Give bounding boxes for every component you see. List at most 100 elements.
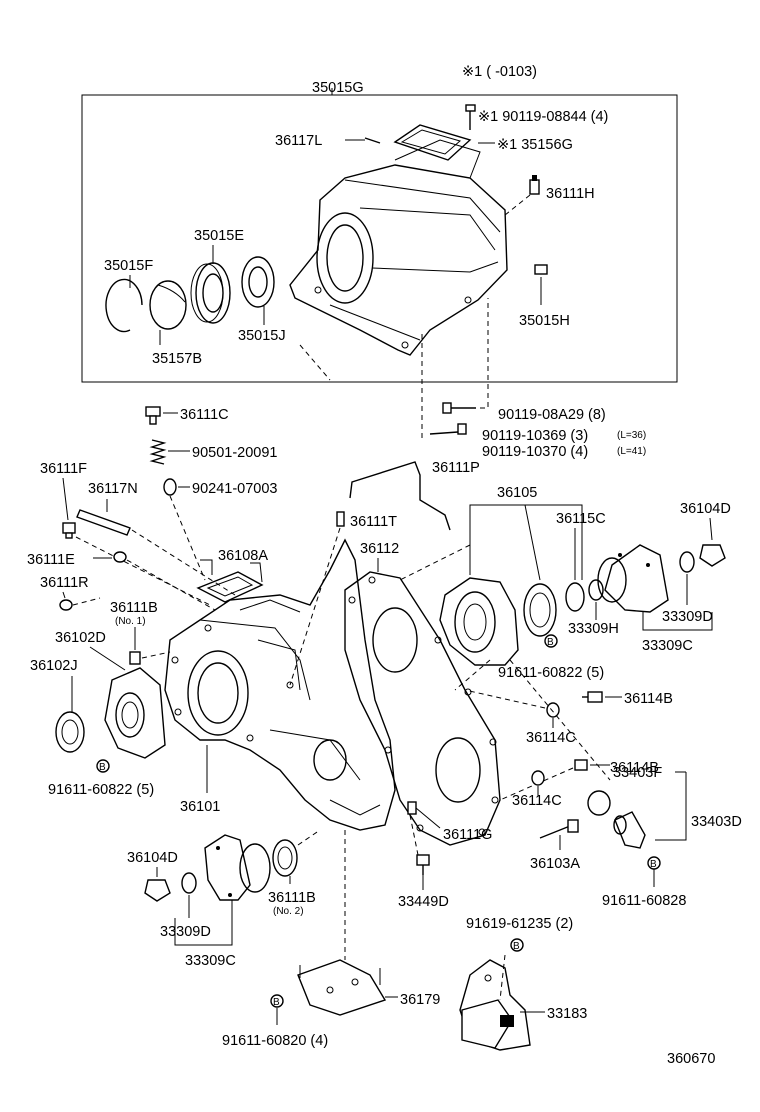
label-36117N: 36117N [88, 481, 138, 497]
bolt-marker-36179: B [270, 994, 284, 1008]
label-36111E: 36111E [27, 552, 75, 568]
bolt-90119-08844 [465, 104, 476, 130]
washer-36114C-2 [531, 770, 545, 786]
label-36103A: 36103A [530, 856, 580, 872]
extension-housing [289, 139, 508, 356]
bolt-marker-left: B [96, 759, 110, 773]
label-33309D-left: 33309D [160, 924, 211, 940]
label-35015H: 35015H [519, 313, 570, 329]
label-36104D-left: 36104D [127, 850, 178, 866]
svg-text:B: B [99, 762, 106, 773]
label-91619-61235: 91619-61235 (2) [466, 916, 573, 932]
ball-90241-07003 [163, 478, 177, 496]
bolt-33449D [416, 854, 430, 875]
label-36114C-2: 36114C [512, 793, 562, 809]
serial-range-note: ※1 ( -0103) [462, 64, 537, 80]
label-35015G: 35015G [312, 80, 364, 96]
label-36111G: 36111G [443, 827, 492, 843]
pin-36117L [364, 137, 381, 144]
label-36115C: 36115C [556, 511, 606, 527]
plug-36111B-no1 [129, 651, 141, 665]
svg-text:B: B [273, 997, 280, 1008]
label-90119-08844: ※1 90119-08844 (4) [478, 109, 608, 125]
bracket-36179 [297, 959, 387, 1016]
label-36111F: 36111F [40, 461, 87, 477]
label-35157B: 35157B [152, 351, 202, 367]
figure-number: 360670 [667, 1051, 715, 1067]
washer-33309D-right [679, 551, 695, 573]
label-90119-08A29: 90119-08A29 (8) [498, 407, 606, 423]
front-cover-36102D [104, 667, 166, 759]
bolt-marker-91619: B [510, 938, 524, 952]
bolt-36103A [539, 819, 579, 839]
label-36108A: 36108A [218, 548, 268, 564]
washer-36111E [113, 551, 127, 563]
bolt-90119-10369 [429, 423, 467, 435]
label-36111H: 36111H [546, 186, 595, 202]
label-33309D-right: 33309D [662, 609, 713, 625]
tube-36111P [349, 461, 451, 531]
plug-36111T [336, 511, 345, 527]
label-36114C-1: 36114C [526, 730, 576, 746]
label-36111C: 36111C [180, 407, 229, 423]
washer-36114C-1 [546, 702, 560, 718]
label-36111P: 36111P [432, 460, 480, 476]
label-L41: (L=41) [617, 446, 646, 457]
bolt-90119-08A29 [442, 402, 476, 414]
washer-33309H [588, 579, 604, 601]
label-no1: (No. 1) [115, 616, 146, 627]
spring-90501-20091 [149, 439, 167, 465]
snap-ring-35015F [105, 278, 143, 333]
label-91611-60822-left: 91611-60822 (5) [48, 782, 154, 798]
label-36104D-right: 36104D [680, 501, 731, 517]
nut-36104D-right [699, 544, 726, 567]
flange-left [204, 834, 271, 901]
label-36114B-1: 36114B [624, 691, 673, 707]
label-36101: 36101 [180, 799, 220, 815]
label-36102J: 36102J [30, 658, 78, 674]
sleeve-33403D [613, 811, 646, 849]
label-35156G: ※1 35156G [497, 137, 573, 153]
label-36117L: 36117L [275, 133, 322, 149]
nut-36104D-left [144, 879, 171, 902]
label-36111R: 36111R [40, 575, 89, 591]
label-33309H: 33309H [568, 621, 619, 637]
label-91611-60820: 91611-60820 (4) [222, 1033, 328, 1049]
label-36102D: 36102D [55, 630, 106, 646]
washer-33309D-left [181, 872, 197, 894]
bolt-marker-33403D: B [647, 856, 661, 870]
ring-36115C [565, 582, 585, 612]
bolt-marker-right-1: B [544, 634, 558, 648]
bolt-36114B-2 [574, 759, 588, 771]
label-35015E: 35015E [194, 228, 244, 244]
label-36111B-no2: 36111B [268, 890, 316, 906]
label-36112: 36112 [360, 541, 399, 557]
label-35015J: 35015J [238, 328, 286, 344]
svg-text:B: B [650, 859, 657, 870]
flange-right [597, 544, 669, 613]
svg-text:B: B [547, 637, 554, 648]
label-90501-20091: 90501-20091 [192, 445, 277, 461]
label-L36: (L=36) [617, 430, 646, 441]
label-36105: 36105 [497, 485, 537, 501]
label-36179: 36179 [400, 992, 440, 1008]
label-90119-10369: 90119-10369 (3) [482, 428, 588, 444]
assembly-box-35015G [81, 94, 678, 383]
label-90119-10370: 90119-10370 (4) [482, 444, 588, 460]
dowel-35015H [534, 264, 548, 275]
label-90241-07003: 90241-07003 [192, 481, 277, 497]
plug-36111C [145, 406, 161, 425]
label-91611-60828: 91611-60828 [602, 893, 686, 909]
label-36111T: 36111T [350, 514, 397, 530]
plug-36111F [62, 522, 76, 539]
label-33183: 33183 [547, 1006, 587, 1022]
label-35015F: 35015F [104, 258, 153, 274]
plug-36111R [59, 599, 73, 611]
label-33403F: 33403F [613, 765, 662, 781]
seal-36102J [55, 711, 85, 753]
label-36111B-no1: 36111B [110, 600, 158, 616]
breather-36111H [529, 175, 540, 195]
label-no2: (No. 2) [273, 906, 304, 917]
